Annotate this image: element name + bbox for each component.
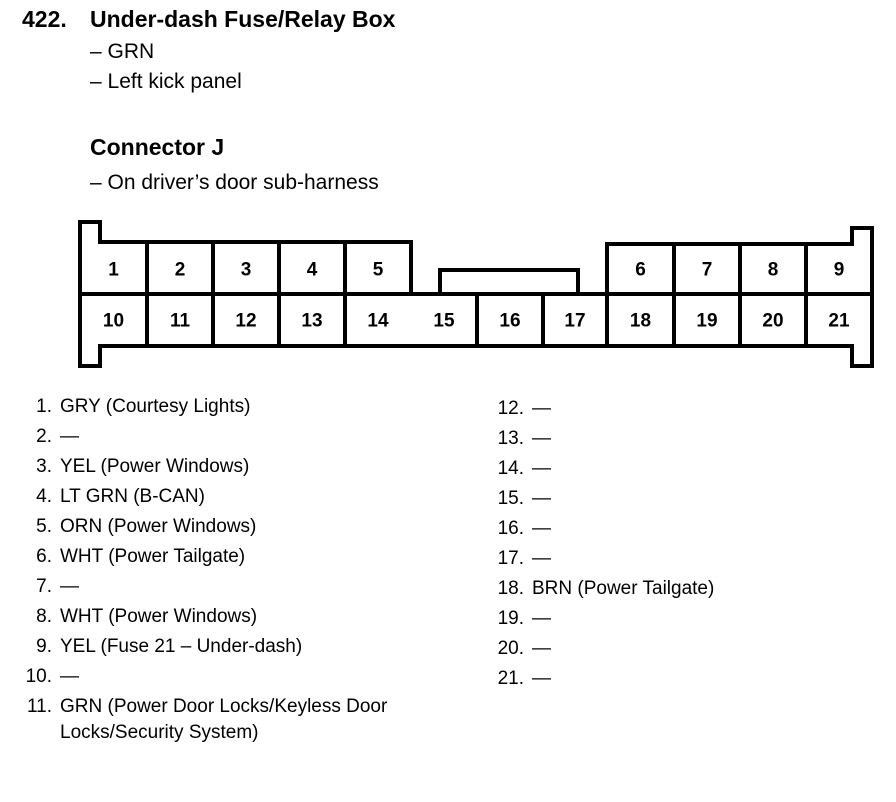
pin-number: 15. (497, 488, 524, 509)
pin-number: 8. (36, 606, 52, 627)
pin-description: — (532, 668, 551, 689)
pin-entry: 8. WHT (Power Windows) (20, 606, 257, 628)
pin-description: — (532, 518, 551, 539)
cavity-label: 14 (367, 311, 389, 332)
pin-entry: 7. — (20, 576, 79, 598)
pin-description: WHT (Power Windows) (60, 606, 258, 627)
pin-number: 21. (497, 668, 524, 689)
pin-entry: 17. — (492, 548, 551, 570)
pin-number: 17. (497, 548, 524, 569)
cavity-label: 20 (762, 311, 783, 332)
pin-description: — (532, 548, 551, 569)
pin-description: GRY (Courtesy Lights) (60, 396, 251, 417)
cavity-label: 21 (828, 311, 850, 332)
pin-entry: 10. — (20, 666, 79, 688)
cavity-label: 11 (170, 311, 191, 332)
cavity-label: 15 (433, 311, 455, 332)
box-location-line: – Left kick panel (90, 70, 242, 93)
pin-number: 16. (497, 518, 524, 539)
pin-description: — (532, 638, 551, 659)
pin-number: 18. (497, 578, 524, 599)
connector-location-line: – On driver’s door sub-harness (90, 171, 379, 194)
cavity-label: 4 (307, 260, 318, 281)
pin-entry: 19. — (492, 608, 551, 630)
pin-entry: 4. LT GRN (B-CAN) (20, 486, 205, 508)
pin-entry: 5. ORN (Power Windows) (20, 516, 256, 538)
pin-entry: 13. — (492, 428, 551, 450)
cavity-label: 12 (235, 311, 256, 332)
pin-description: — (532, 488, 551, 509)
cavity-label: 10 (103, 311, 124, 332)
pin-number: 9. (36, 636, 52, 657)
pin-description: — (532, 398, 551, 419)
pin-number: 19. (497, 608, 524, 629)
pin-entry: 1. GRY (Courtesy Lights) (20, 396, 250, 418)
pin-description: Locks/Security System) (60, 722, 259, 743)
cavity-label: 19 (696, 311, 717, 332)
pin-entry: 15. — (492, 488, 551, 510)
pin-entry: 6. WHT (Power Tailgate) (20, 546, 245, 568)
cavity-label: 7 (702, 260, 713, 281)
pin-description: — (532, 428, 551, 449)
pin-entry: 14. — (492, 458, 551, 480)
pin-number: 1. (36, 396, 52, 417)
pin-description: LT GRN (B-CAN) (60, 486, 205, 507)
pin-description: — (60, 426, 79, 447)
locking-tab (438, 268, 580, 294)
pin-number: 5. (36, 516, 52, 537)
pin-entry: 16. — (492, 518, 551, 540)
cavity-label: 9 (834, 260, 845, 281)
pin-description: BRN (Power Tailgate) (532, 578, 715, 599)
pin-entry: 21. — (492, 668, 551, 690)
pin-number: 14. (497, 458, 524, 479)
pin-entry: 3. YEL (Power Windows) (20, 456, 249, 478)
cavity-label: 8 (768, 260, 779, 281)
page-title: Under-dash Fuse/Relay Box (90, 6, 396, 32)
pin-number: 20. (497, 638, 524, 659)
pin-description: YEL (Fuse 21 – Under-dash) (60, 636, 303, 657)
box-color-line: – GRN (90, 40, 155, 63)
cavity-label: 5 (373, 260, 384, 281)
pin-entry: 20. — (492, 638, 551, 660)
pin-number: 6. (36, 546, 52, 567)
pin-number: 3. (36, 456, 52, 477)
pin-description: WHT (Power Tailgate) (60, 546, 246, 567)
pin-description: GRN (Power Door Locks/Keyless Door (60, 696, 388, 717)
pin-entry: 11. GRN (Power Door Locks/Keyless Door (20, 696, 387, 718)
pin-number: 4. (36, 486, 52, 507)
pin-entry: 18. BRN (Power Tailgate) (492, 578, 715, 600)
pin-number: 13. (497, 428, 524, 449)
pin-entry: 9. YEL (Fuse 21 – Under-dash) (20, 636, 302, 658)
pin-entry: 12. — (492, 398, 551, 420)
pin-description: — (532, 608, 551, 629)
section-number: 422. (22, 6, 67, 32)
connector-title: Connector J (90, 134, 225, 160)
pin-description: — (60, 576, 79, 597)
cavity-label: 13 (301, 311, 322, 332)
connector-outline (78, 220, 874, 368)
cavity-label: 17 (564, 311, 585, 332)
pin-entry: 2. — (20, 426, 79, 448)
pin-description: — (60, 666, 79, 687)
cavity-label: 6 (635, 260, 646, 281)
pin-description: — (532, 458, 551, 479)
pin-number: 10. (25, 666, 52, 687)
pin-number: 2. (36, 426, 52, 447)
pin-number: 12. (497, 398, 524, 419)
cavity-label: 3 (241, 260, 252, 281)
pin-description: ORN (Power Windows) (60, 516, 257, 537)
pin-number: 11. (26, 696, 52, 717)
cavity-label: 2 (175, 260, 186, 281)
cavity-label: 18 (630, 311, 651, 332)
pin-entry: Locks/Security System) (20, 722, 259, 744)
cavity-label: 1 (108, 260, 119, 281)
pin-number: 7. (36, 576, 52, 597)
cavity-label: 16 (499, 311, 520, 332)
pin-description: YEL (Power Windows) (60, 456, 250, 477)
